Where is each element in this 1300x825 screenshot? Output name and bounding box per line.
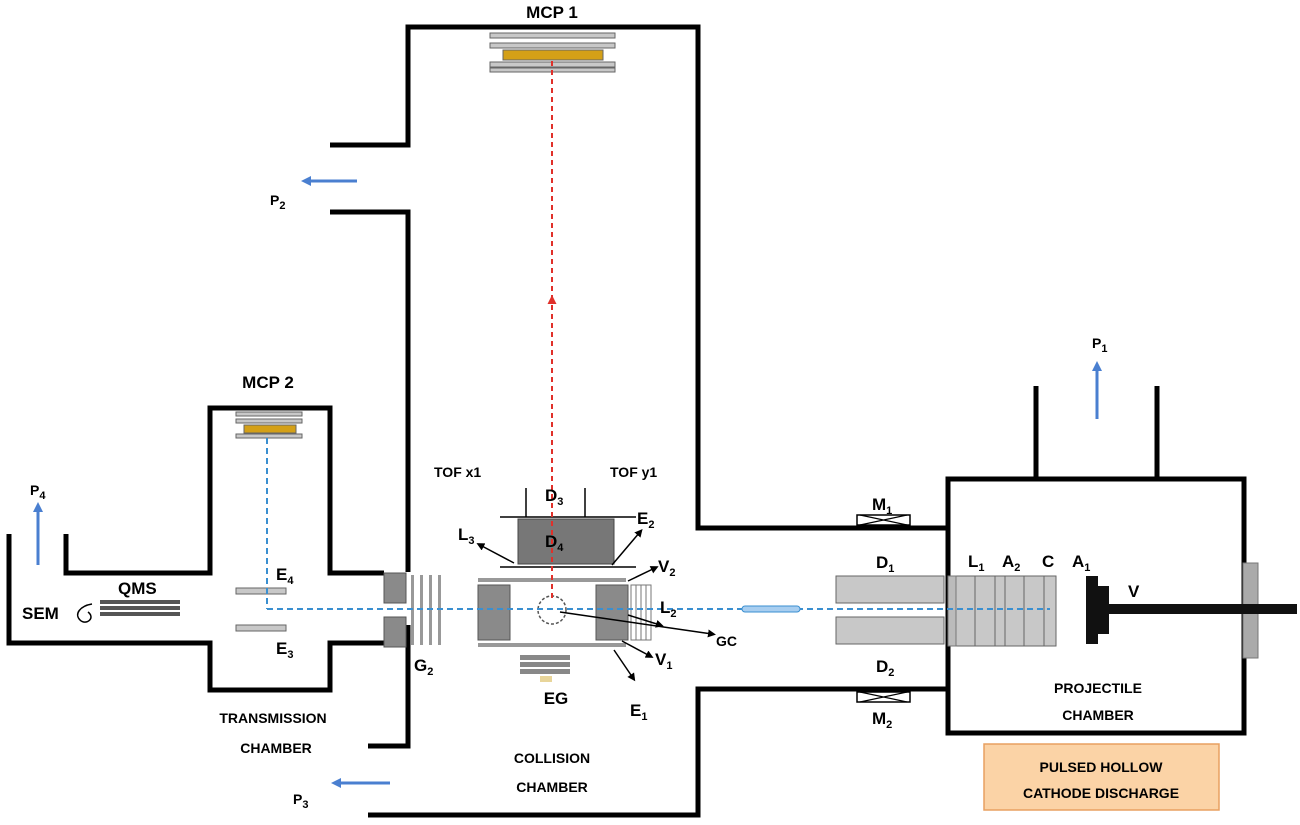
projectile-chamber-label-line2: CHAMBER (1062, 707, 1134, 723)
qms-rods (100, 600, 180, 616)
p3-label: P3 (293, 791, 308, 811)
p2-label: P2 (270, 192, 285, 212)
sem-label: SEM (22, 604, 59, 623)
d2-deflector (835, 616, 945, 645)
transmission-chamber-label-line2: CHAMBER (240, 740, 312, 756)
source-box-line1: PULSED HOLLOW (1040, 759, 1164, 775)
p4-label: P4 (30, 482, 46, 502)
d1-label: D1 (876, 553, 894, 575)
hollow-cathode-source (1086, 576, 1297, 644)
valve-m2 (856, 691, 911, 703)
e3-label: E3 (276, 639, 293, 661)
pointer-l3 (476, 543, 515, 564)
pointer-gc (559, 611, 716, 638)
d2-label: D2 (876, 657, 894, 679)
d1-deflector (835, 575, 945, 604)
lens-stack (947, 575, 1057, 647)
transmission-chamber-label-line1: TRANSMISSION (219, 710, 326, 726)
d3-label: D3 (545, 486, 563, 508)
source-box-line2: CATHODE DISCHARGE (1023, 785, 1179, 801)
e1-label: E1 (630, 701, 647, 723)
g2-label: G2 (414, 656, 433, 678)
collision-chamber-walls (330, 24, 948, 818)
sem-symbol (76, 603, 93, 623)
m1-label: M1 (872, 495, 892, 517)
collision-chamber-label-line2: CHAMBER (516, 779, 588, 795)
pointer-e1 (613, 649, 636, 682)
m2-label: M2 (872, 709, 892, 731)
collision-chamber-label-line1: COLLISION (514, 750, 590, 766)
tof-x1-label: TOF x1 (434, 464, 481, 480)
pointer-v2 (627, 566, 659, 582)
pointer-arrows (476, 528, 716, 682)
e2-label: E2 (637, 509, 654, 531)
l2-label: L2 (660, 598, 677, 620)
tof-y1-label: TOF y1 (610, 464, 657, 480)
mcp2-label: MCP 2 (242, 373, 294, 392)
e4-label: E4 (276, 565, 294, 587)
a1-label: A1 (1072, 552, 1090, 574)
valve-m1 (856, 514, 911, 526)
pointer-v1 (621, 640, 654, 658)
pointer-l2 (627, 614, 664, 628)
l1-label: L1 (968, 552, 985, 574)
a2-label: A2 (1002, 552, 1020, 574)
e3-plate (235, 624, 287, 632)
v-label: V (1128, 582, 1140, 601)
pointer-e2 (611, 528, 643, 566)
mcp2-detector (235, 411, 303, 439)
l3-label: L3 (458, 525, 475, 547)
mcp1-detector (489, 32, 616, 73)
gc-label: GC (716, 633, 737, 649)
c-label: C (1042, 552, 1054, 571)
transmission-chamber-walls (6, 405, 384, 693)
p1-label: P1 (1092, 335, 1107, 355)
projectile-chamber-label-line1: PROJECTILE (1054, 680, 1142, 696)
e4-plate (235, 587, 287, 595)
eg-label: EG (544, 689, 569, 708)
qms-label: QMS (118, 579, 157, 598)
collision-cell (477, 488, 652, 682)
mcp1-label: MCP 1 (526, 3, 578, 22)
source-box: PULSED HOLLOW CATHODE DISCHARGE (983, 743, 1220, 811)
v2-label: V2 (658, 557, 675, 579)
ion-bunch-icon (741, 605, 801, 613)
v1-label: V1 (655, 650, 672, 672)
d4-label: D4 (545, 532, 564, 554)
